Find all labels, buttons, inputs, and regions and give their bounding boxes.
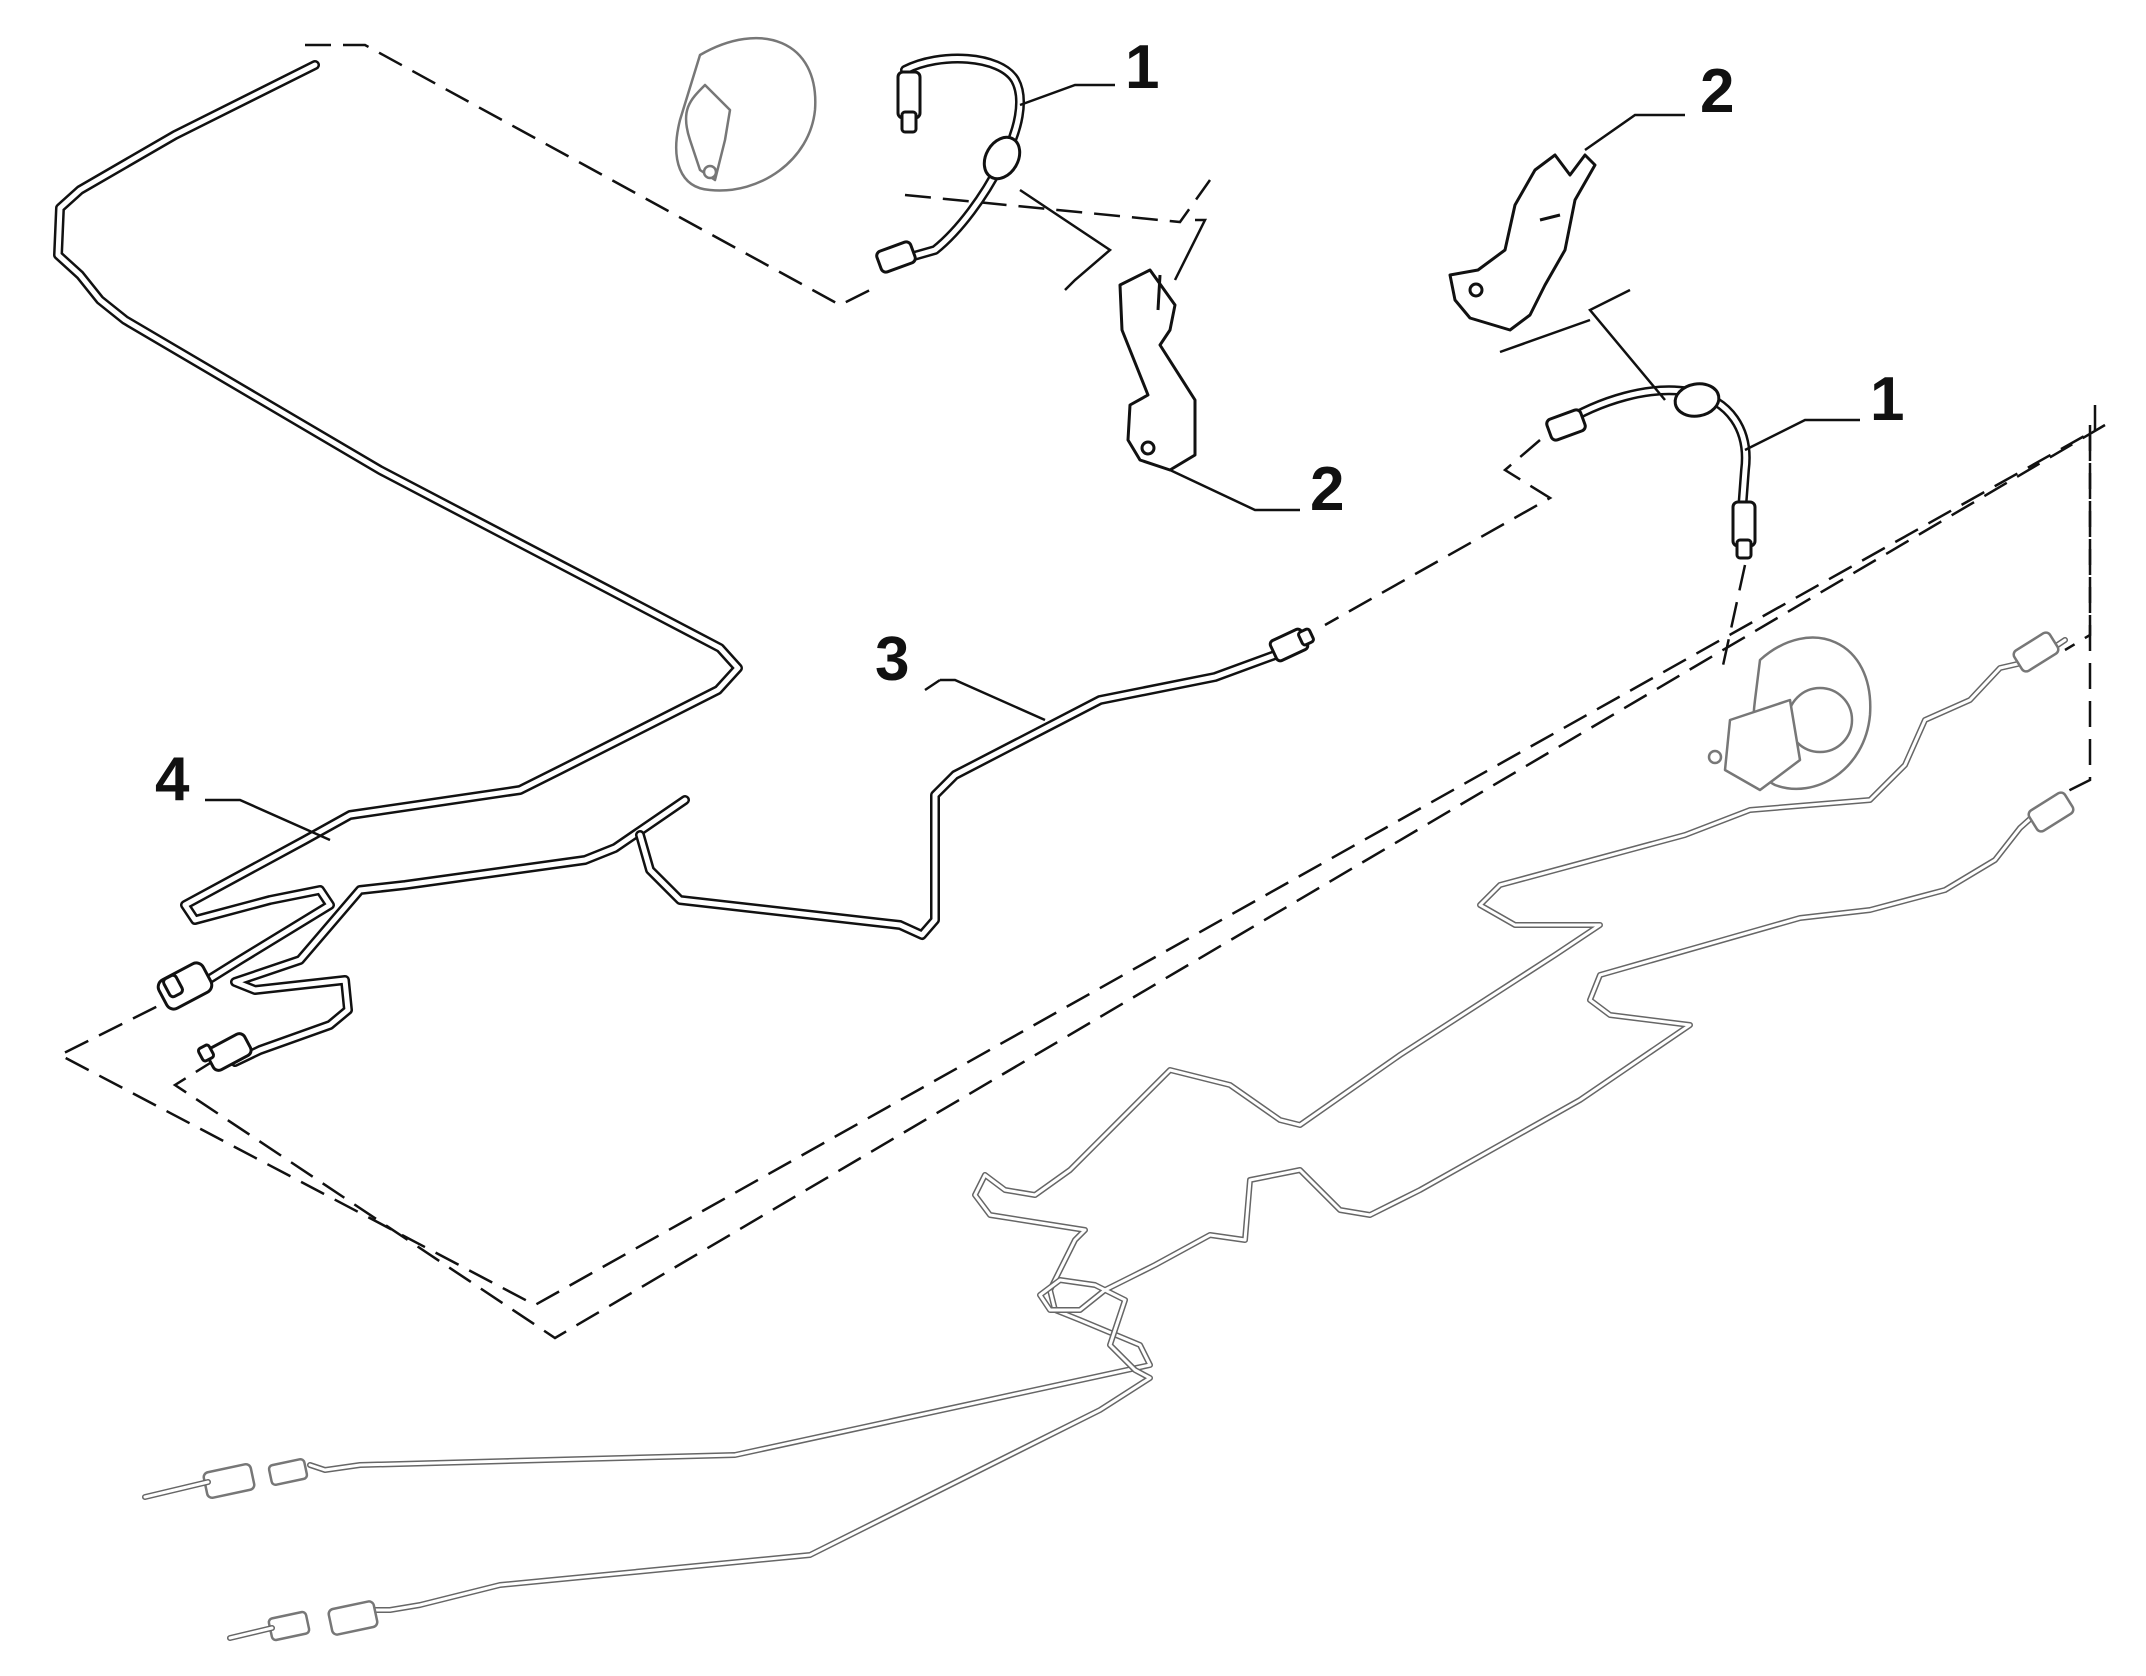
ghost-brake-pipes [142, 631, 2075, 1642]
callout-pipe-4: 4 [155, 745, 190, 814]
brake-hose-left [875, 53, 1025, 274]
ghost-brake-disc-rear-icon [1707, 636, 1872, 792]
callout-leaders [205, 83, 1860, 842]
bracket-right [1448, 153, 1597, 332]
pipe-4-fittings [156, 961, 253, 1072]
callout-hose-left: 1 [1125, 33, 1159, 102]
callout-hose-right: 1 [1870, 365, 1904, 434]
callout-bracket-right: 2 [1700, 57, 1734, 126]
brake-pipe-4 [53, 60, 743, 1067]
brake-hose-right [1545, 382, 1757, 560]
pipe-3-fitting [1268, 627, 1315, 663]
bracket-left [1118, 268, 1197, 472]
callout-pipe-3: 3 [875, 625, 909, 694]
ghost-brake-caliper-front-icon [675, 36, 817, 192]
callout-bracket-left: 2 [1310, 455, 1344, 524]
reference-dashed-lines [57, 43, 2106, 1340]
callout-labels: 1 2 2 1 3 4 [155, 33, 1904, 814]
brake-pipe-3 [635, 627, 1315, 940]
